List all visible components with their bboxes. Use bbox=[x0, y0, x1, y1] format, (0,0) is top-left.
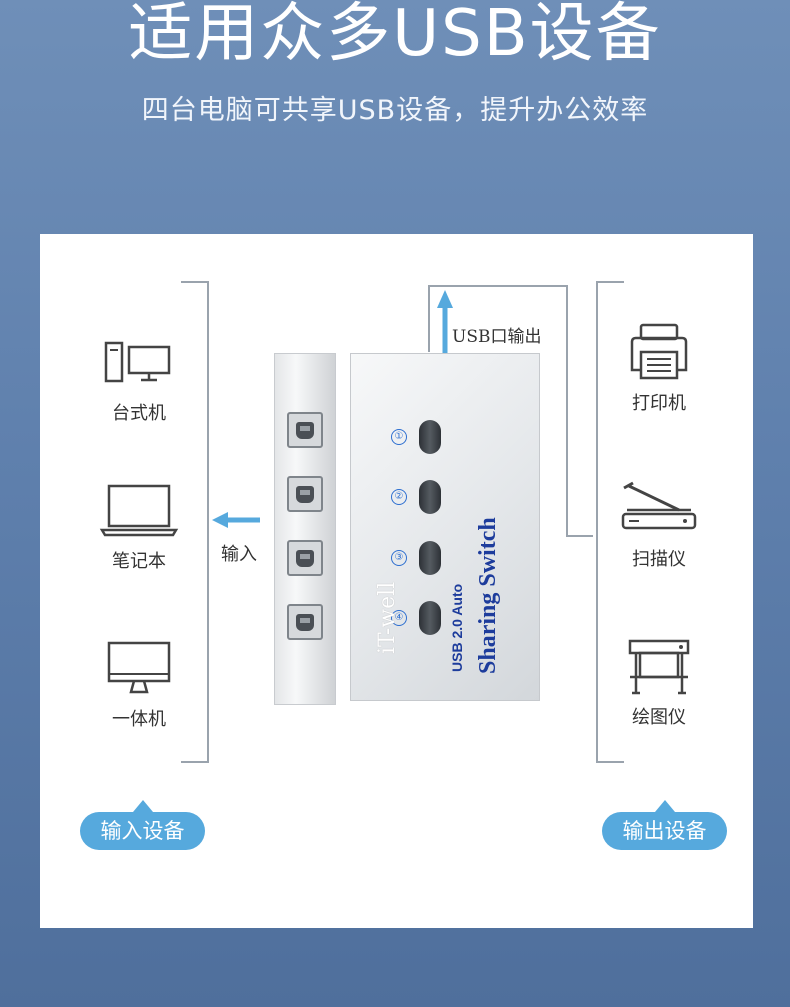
usb-sharing-switch: ① ② ③ ④ iT-well USB 2.0 Auto Sharing Swi… bbox=[350, 353, 540, 701]
input-arrow-icon bbox=[212, 512, 260, 528]
page-subtitle: 四台电脑可共享USB设备，提升办公效率 bbox=[141, 95, 649, 126]
output-device-printer: 打印机 bbox=[599, 317, 719, 415]
input-device-label: 笔记本 bbox=[112, 551, 166, 572]
port-select-button-1[interactable] bbox=[419, 420, 441, 454]
switch-side-panel bbox=[274, 353, 336, 705]
button-number-3: ③ bbox=[391, 550, 407, 566]
brand-logo-text: iT-well bbox=[375, 581, 400, 654]
diagram-panel: 台式机 笔记本 一体机 输入 USB口输出 bbox=[40, 234, 753, 928]
input-bracket bbox=[181, 281, 209, 763]
output-device-label: 扫描仪 bbox=[632, 549, 686, 570]
button-number-1: ① bbox=[391, 429, 407, 445]
desktop-computer-icon bbox=[79, 327, 199, 397]
usb-b-port-4 bbox=[287, 604, 323, 640]
scanner-icon bbox=[599, 473, 719, 543]
button-number-4: ④ bbox=[391, 610, 407, 626]
button-number-2: ② bbox=[391, 489, 407, 505]
port-select-button-3[interactable] bbox=[419, 541, 441, 575]
all-in-one-pc-icon bbox=[79, 633, 199, 703]
usb-output-label: USB口输出 bbox=[452, 327, 542, 347]
switch-model-line1: USB 2.0 Auto bbox=[449, 583, 465, 672]
input-device-laptop: 笔记本 bbox=[79, 475, 199, 573]
laptop-icon bbox=[79, 475, 199, 545]
usb-output-connector bbox=[428, 285, 593, 537]
input-device-all-in-one: 一体机 bbox=[79, 633, 199, 731]
input-device-label: 台式机 bbox=[112, 403, 166, 424]
switch-model-line2: Sharing Switch bbox=[475, 517, 501, 674]
printer-icon bbox=[599, 317, 719, 387]
usb-b-port-2 bbox=[287, 476, 323, 512]
plotter-icon bbox=[599, 631, 719, 701]
input-devices-badge: 输入设备 bbox=[80, 800, 205, 850]
input-arrow-label: 输入 bbox=[221, 544, 257, 565]
output-device-label: 打印机 bbox=[632, 393, 686, 414]
output-devices-badge: 输出设备 bbox=[602, 800, 727, 850]
page-title: 适用众多USB设备 bbox=[128, 0, 662, 71]
port-select-button-4[interactable] bbox=[419, 601, 441, 635]
input-device-desktop: 台式机 bbox=[79, 327, 199, 425]
usb-b-port-3 bbox=[287, 540, 323, 576]
output-device-plotter: 绘图仪 bbox=[599, 631, 719, 729]
input-device-label: 一体机 bbox=[112, 709, 166, 730]
output-device-label: 绘图仪 bbox=[632, 707, 686, 728]
output-bracket bbox=[596, 281, 624, 763]
output-device-scanner: 扫描仪 bbox=[599, 473, 719, 571]
usb-b-port-1 bbox=[287, 412, 323, 448]
port-select-button-2[interactable] bbox=[419, 480, 441, 514]
